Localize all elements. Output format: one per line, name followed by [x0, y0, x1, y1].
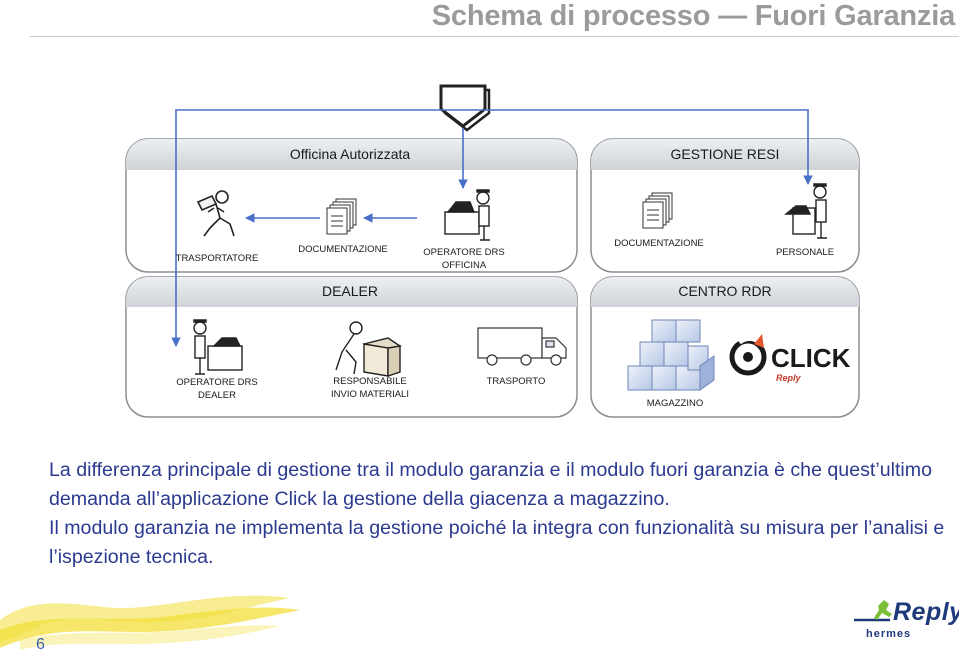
- page-number: 6: [36, 636, 45, 653]
- panel-gestione-resi: GESTIONE RESI: [590, 138, 860, 273]
- body-text: La differenza principale di gestione tra…: [49, 456, 954, 572]
- panel-dealer: DEALER: [125, 276, 578, 418]
- title-divider: [30, 36, 959, 37]
- yellow-swoosh-decoration: [0, 595, 300, 650]
- documentazione-resi-icon: [642, 192, 673, 229]
- documentazione-icon: [326, 198, 357, 235]
- trasportatore-icon: [196, 190, 235, 237]
- personale-icon: [784, 183, 827, 239]
- body-paragraph-2: Il modulo garanzia ne implementa la gest…: [49, 517, 945, 568]
- reply-logo-mark: [854, 600, 892, 622]
- reply-logo-text: Reply: [893, 598, 959, 626]
- responsabile-icon: [335, 321, 402, 377]
- panel-title-gestione-resi: GESTIONE RESI: [671, 146, 780, 162]
- click-logo-sub: Reply: [776, 373, 802, 383]
- truck-icon: [477, 327, 567, 366]
- hermes-logo-text: hermes: [866, 628, 912, 640]
- label-operatore-officina-2: OFFICINA: [442, 260, 487, 271]
- click-logo-text: CLICK: [771, 343, 851, 373]
- operatore-officina-icon: [444, 189, 490, 241]
- label-responsabile-1: RESPONSABILE: [333, 376, 406, 387]
- label-trasportatore: TRASPORTATORE: [176, 253, 259, 264]
- panel-title-centro-rdr: CENTRO RDR: [678, 283, 771, 299]
- click-logo: CLICK Reply: [729, 334, 851, 383]
- label-trasporto: TRASPORTO: [487, 376, 546, 387]
- panel-title-officina: Officina Autorizzata: [290, 146, 411, 162]
- body-paragraph-1: La differenza principale di gestione tra…: [49, 459, 932, 510]
- flow-connectors: [171, 109, 813, 347]
- slide-title: Schema di processo — Fuori Garanzia: [431, 0, 955, 32]
- label-responsabile-2: INVIO MATERIALI: [331, 389, 409, 400]
- label-documentazione-officina: DOCUMENTAZIONE: [298, 244, 388, 255]
- label-operatore-officina-1: OPERATORE DRS: [423, 247, 504, 258]
- panel-title-dealer: DEALER: [322, 283, 378, 299]
- label-operatore-dealer-1: OPERATORE DRS: [176, 377, 257, 388]
- process-diagram: Officina Autorizzata GESTIONE RESI DEALE…: [125, 84, 860, 418]
- magazzino-icon: [627, 319, 715, 391]
- label-magazzino: MAGAZZINO: [647, 398, 703, 409]
- start-shield-icon: [439, 84, 491, 132]
- label-documentazione-resi: DOCUMENTAZIONE: [614, 238, 704, 249]
- label-personale: PERSONALE: [776, 247, 834, 258]
- label-operatore-dealer-2: DEALER: [198, 390, 236, 401]
- operatore-dealer-icon: [193, 319, 243, 375]
